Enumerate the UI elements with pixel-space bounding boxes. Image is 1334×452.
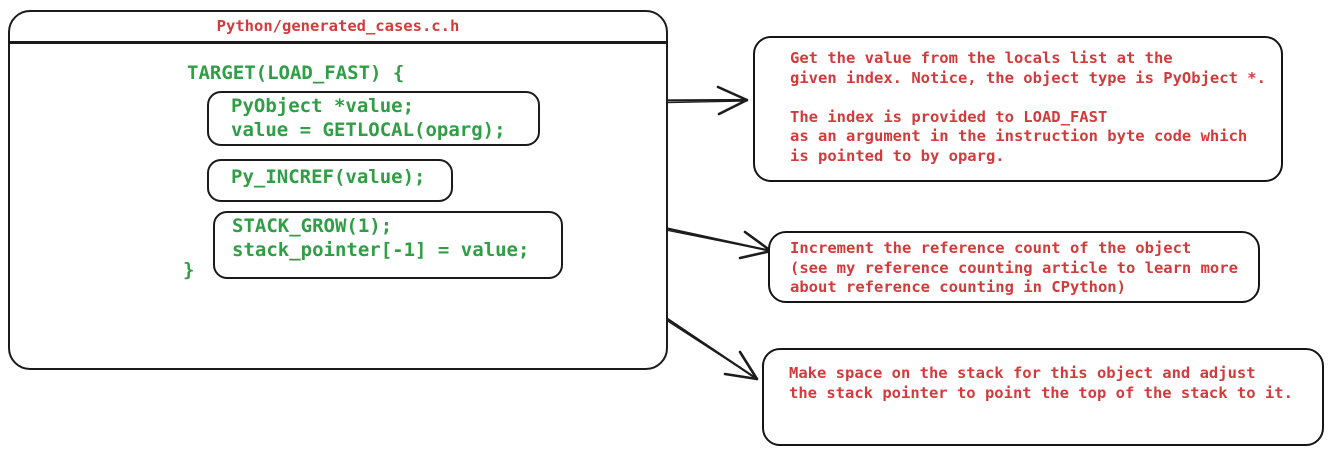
window-title: Python/generated_cases.c.h (216, 17, 460, 35)
code-line-close: } (183, 259, 195, 281)
code-window: Python/generated_cases.c.h TARGET(LOAD_F… (8, 10, 668, 370)
code-box-incref: Py_INCREF(value); (207, 159, 453, 202)
title-divider (9, 41, 667, 44)
annotation-incref-note: Increment the reference count of the obj… (768, 231, 1260, 303)
code-box-stackgrow: STACK_GROW(1); stack_pointer[-1] = value… (213, 211, 563, 279)
annotation-getlocal-note: Get the value from the locals list at th… (753, 36, 1283, 182)
annotation-stack-note: Make space on the stack for this object … (762, 348, 1324, 446)
code-line-open: TARGET(LOAD_FAST) { (187, 62, 405, 84)
code-box-getlocal: PyObject *value; value = GETLOCAL(oparg)… (207, 91, 540, 146)
